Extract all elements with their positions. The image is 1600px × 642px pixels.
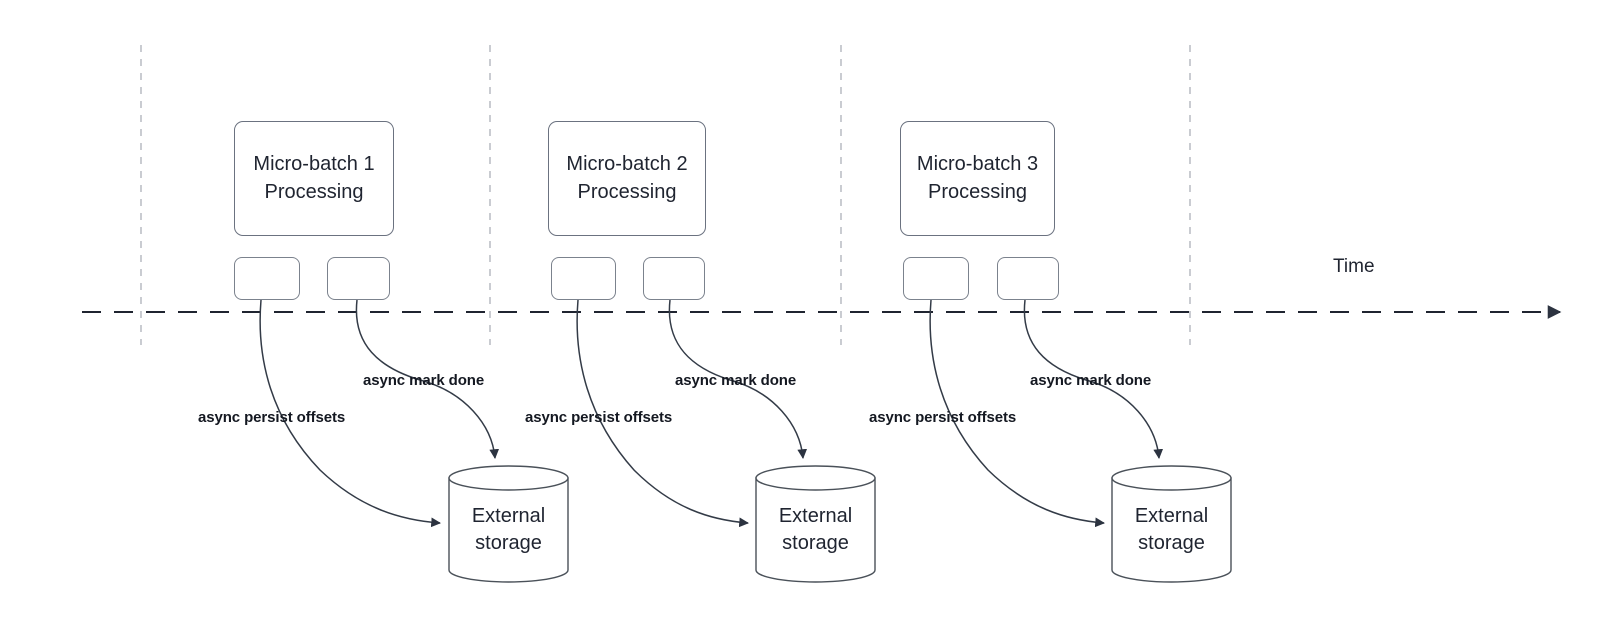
edge-persist-offsets xyxy=(259,299,441,528)
storage-cylinder-1 xyxy=(448,465,569,583)
group-3-task-box-1[interactable] xyxy=(903,257,969,300)
group-2-connectors xyxy=(576,299,808,528)
external-storage-3-label: External storage xyxy=(1112,503,1231,557)
group-1-task-box-1[interactable] xyxy=(234,257,300,300)
micro-batch-1-processing-box[interactable]: Micro-batch 1 Processing xyxy=(234,121,394,236)
cylinder-body xyxy=(1111,477,1232,583)
group-2-async-persist-offsets-label: async persist offsets xyxy=(525,409,673,426)
group-3-task-box-2[interactable] xyxy=(997,257,1059,300)
edge-mark-done xyxy=(1023,299,1164,459)
cylinder-top xyxy=(755,465,876,491)
group-3-async-mark-done-label: async mark done xyxy=(1030,372,1152,389)
external-storage-2-label: External storage xyxy=(756,503,875,557)
micro-batch-3-label-line2: Processing xyxy=(928,180,1027,203)
edge-persist-offsets xyxy=(576,299,749,528)
micro-batch-1-label-line1: Micro-batch 1 xyxy=(253,152,375,175)
storage-cylinder-3 xyxy=(1111,465,1232,583)
time-axis-label: Time xyxy=(1333,256,1375,277)
micro-batch-3-label-line1: Micro-batch 3 xyxy=(916,152,1039,175)
external-storage-1-label-line2: storage xyxy=(475,532,542,555)
group-1-connectors xyxy=(259,299,500,528)
external-storage-3-label-line2: storage xyxy=(1138,532,1205,555)
micro-batch-2-processing-box[interactable]: Micro-batch 2 Processing xyxy=(548,121,706,236)
cylinder-body xyxy=(448,477,569,583)
micro-batch-2-label-line1: Micro-batch 2 xyxy=(566,152,688,175)
edge-mark-done xyxy=(668,299,808,459)
group-1-async-mark-done-label: async mark done xyxy=(363,372,485,389)
cylinder-body xyxy=(755,477,876,583)
group-1-task-box-2[interactable] xyxy=(327,257,390,300)
group-2-async-mark-done-label: async mark done xyxy=(675,372,797,389)
micro-batch-1-label-line2: Processing xyxy=(264,180,364,203)
external-storage-2-label-line2: storage xyxy=(782,532,849,555)
external-storage-1-label: External storage xyxy=(449,503,568,557)
edge-persist-offsets xyxy=(929,299,1105,528)
external-storage-1-label-line1: External xyxy=(471,505,546,527)
cylinder-top xyxy=(448,465,569,491)
micro-batch-3-processing-box[interactable]: Micro-batch 3 Processing xyxy=(900,121,1055,236)
group-2-task-box-2[interactable] xyxy=(643,257,705,300)
cylinder-top xyxy=(1111,465,1232,491)
external-storage-2-label-line1: External xyxy=(778,505,853,527)
external-storage-3-label-line1: External xyxy=(1134,505,1209,527)
micro-batch-2-label-line2: Processing xyxy=(577,180,677,203)
group-2-task-box-1[interactable] xyxy=(551,257,616,300)
group-3-async-persist-offsets-label: async persist offsets xyxy=(869,409,1017,426)
group-3-connectors xyxy=(929,299,1164,528)
storage-cylinder-2 xyxy=(755,465,876,583)
edge-mark-done xyxy=(355,299,500,459)
group-1-async-persist-offsets-label: async persist offsets xyxy=(198,409,346,426)
